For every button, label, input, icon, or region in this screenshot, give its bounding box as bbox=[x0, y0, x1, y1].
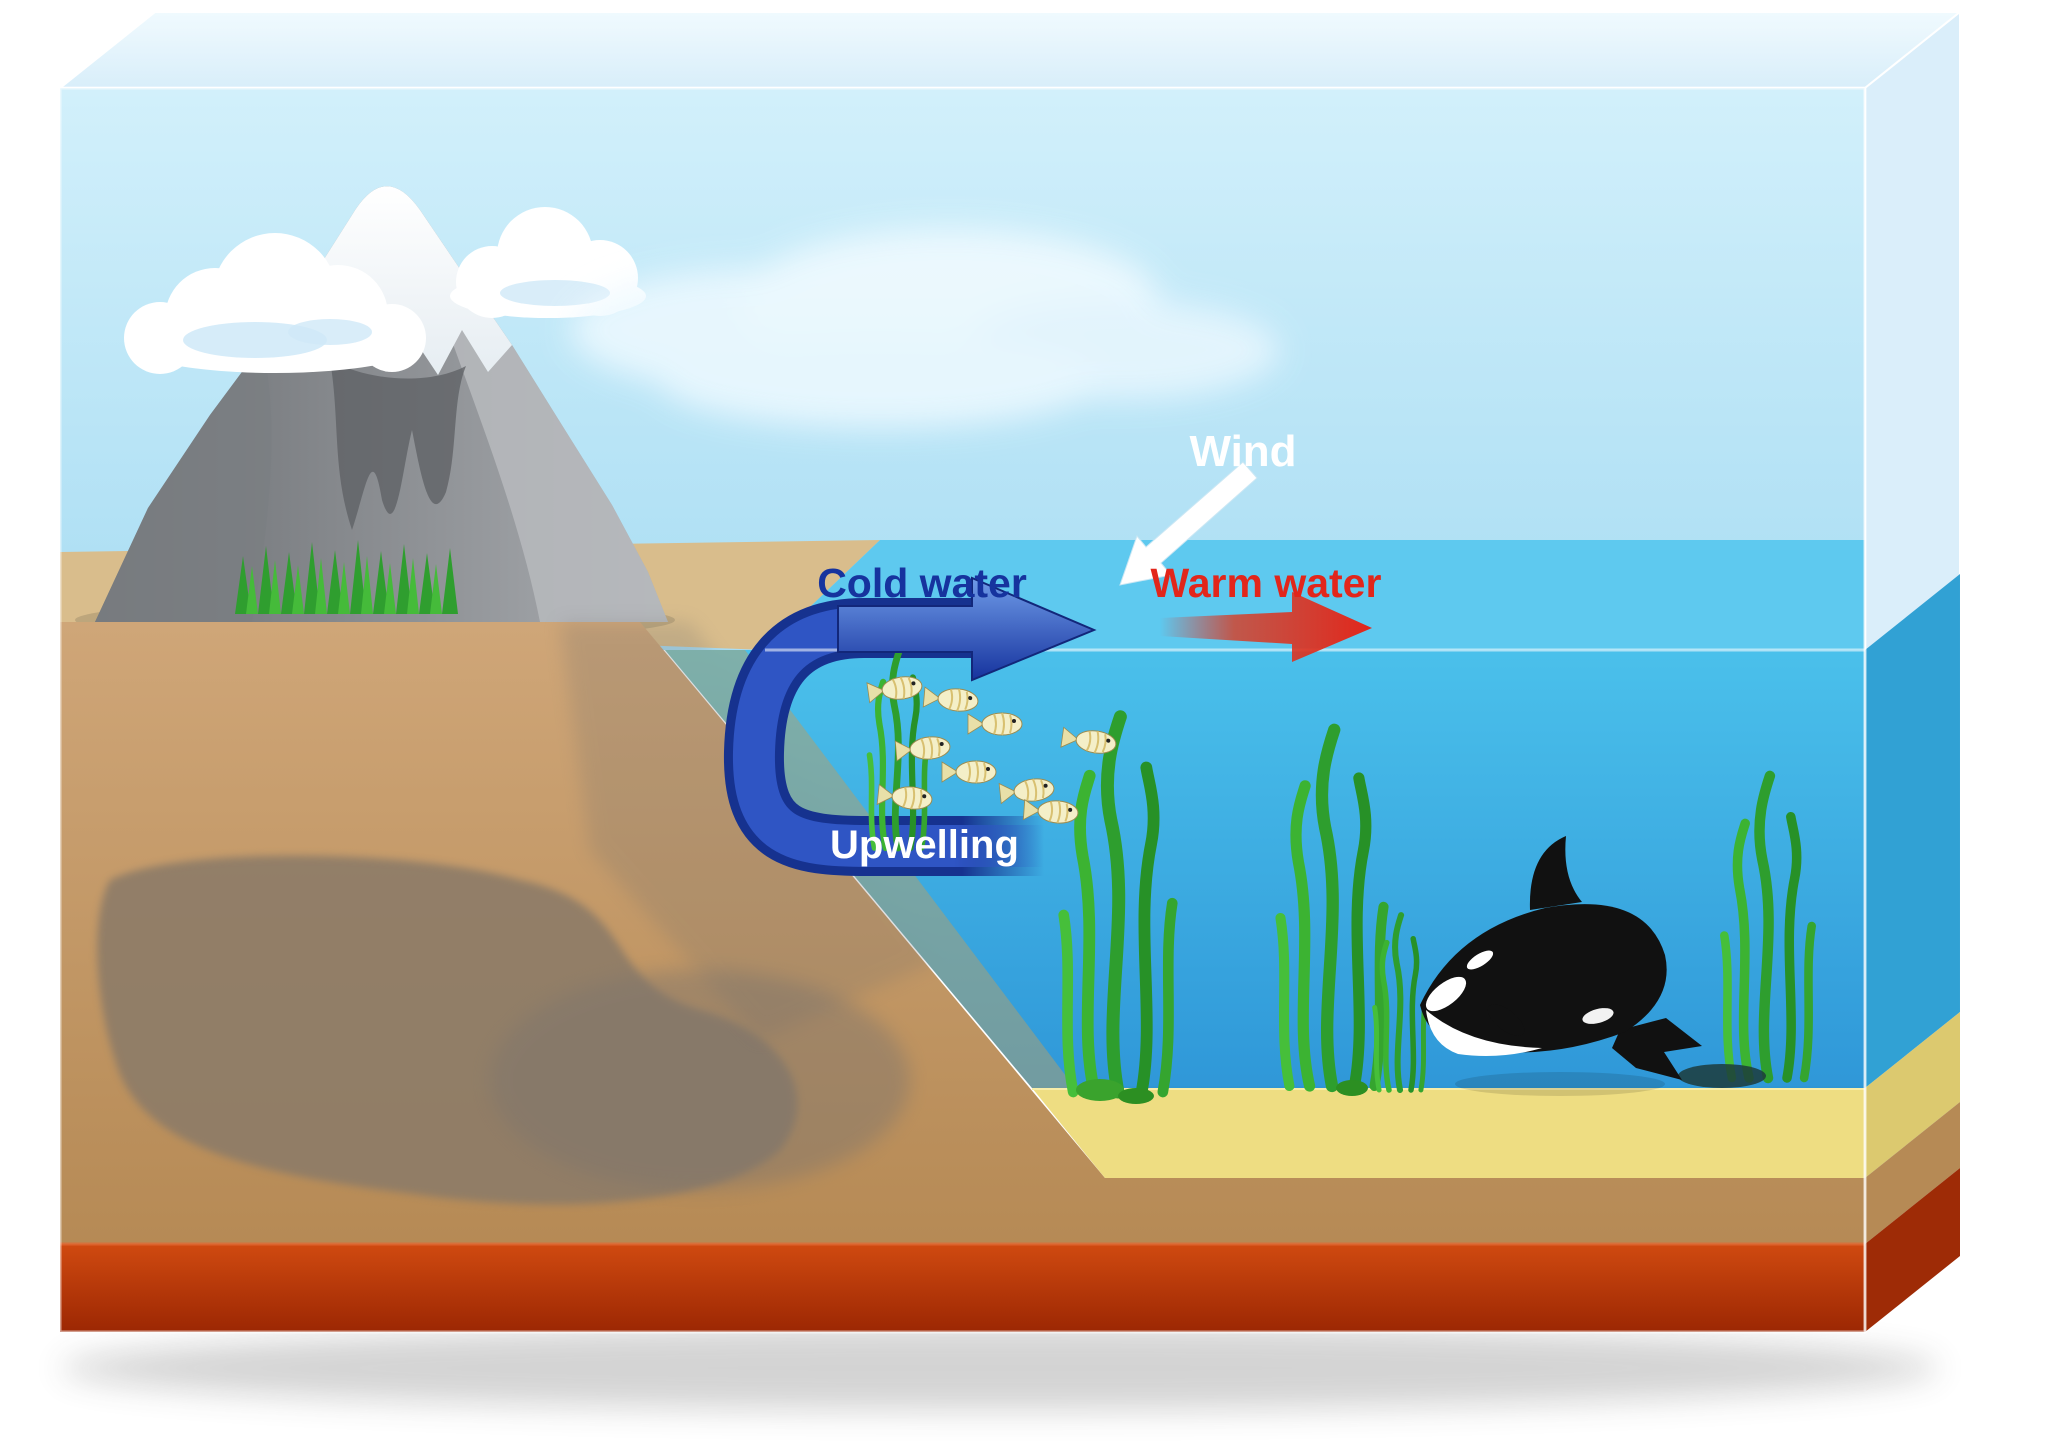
cloud-right-shade bbox=[500, 280, 610, 306]
cloud-left bbox=[124, 233, 426, 374]
upwelling-label: Upwelling bbox=[830, 823, 1019, 867]
ground-shadow bbox=[60, 1326, 1940, 1410]
right-face-sand bbox=[1865, 1012, 1960, 1178]
right-face-red-base bbox=[1865, 1168, 1960, 1332]
cloud-soft-large bbox=[570, 228, 1280, 428]
soil-gray-shade bbox=[490, 970, 910, 1190]
orca bbox=[1420, 836, 1766, 1096]
glass-edges bbox=[58, 11, 1867, 1334]
grass-light-blades bbox=[246, 556, 442, 614]
orca-dorsal-fin bbox=[1529, 836, 1582, 910]
box-top-face bbox=[57, 11, 1963, 89]
cloud-soft-puff bbox=[660, 336, 1100, 428]
mountain-left-flank bbox=[95, 345, 272, 622]
warm-water-arrow bbox=[1160, 592, 1372, 662]
orca-belly bbox=[1426, 1010, 1542, 1056]
box-right-face-bands bbox=[1865, 574, 1960, 1332]
grass-tuft bbox=[235, 540, 458, 614]
orca-shadow bbox=[1455, 1072, 1665, 1096]
upwelling-band-inner bbox=[732, 607, 1008, 867]
orca-chin-patch bbox=[1425, 976, 1467, 1012]
wind-label: Wind bbox=[1189, 427, 1296, 476]
orca-flukes bbox=[1612, 1018, 1702, 1080]
top-left-slant-edge bbox=[59, 11, 156, 89]
wind-arrow bbox=[1119, 461, 1258, 586]
kelp-plants bbox=[869, 651, 1811, 1104]
red-base-front bbox=[60, 1244, 1865, 1332]
right-face-water bbox=[1865, 574, 1960, 1088]
sand-floor bbox=[1032, 1088, 1865, 1178]
sea-rock bbox=[1678, 1064, 1766, 1088]
warm-water-label: Warm water bbox=[1151, 560, 1382, 606]
green-rock bbox=[1076, 1079, 1124, 1101]
cold-water-label: Cold water bbox=[817, 560, 1027, 606]
orca-eye-patch bbox=[1466, 950, 1494, 970]
green-rock bbox=[1118, 1088, 1154, 1104]
orca-flipper bbox=[1487, 1004, 1525, 1036]
cloud-left-puff bbox=[358, 304, 426, 372]
mountain-rock-streaks bbox=[330, 360, 466, 530]
cloud-left-shade bbox=[288, 319, 372, 345]
green-rock bbox=[1336, 1080, 1368, 1096]
grass-dark-blades bbox=[235, 540, 458, 614]
right-face-soil bbox=[1865, 1102, 1960, 1244]
cold-water-arrow bbox=[837, 576, 1097, 682]
orca-flank-patch bbox=[1582, 1008, 1614, 1024]
